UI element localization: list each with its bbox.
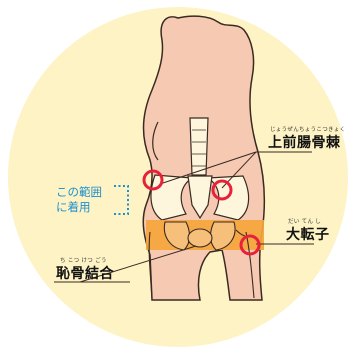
- asis-label: 上前腸骨棘: [268, 136, 341, 150]
- asis-ruby: じょうぜんちょうこつきょく: [270, 128, 345, 134]
- symphysis-label: 恥骨結合: [56, 267, 114, 281]
- trochanter-label: 大転子: [286, 228, 330, 242]
- trochanter-ruby: だい てん し: [288, 220, 321, 226]
- wear-note: この範囲 に着用: [56, 185, 102, 215]
- spine: [190, 118, 208, 175]
- wear-note-line2: に着用: [56, 200, 102, 215]
- wear-note-line1: この範囲: [56, 185, 102, 200]
- symphysis-ruby: ち こつ けつ ごう: [60, 259, 107, 265]
